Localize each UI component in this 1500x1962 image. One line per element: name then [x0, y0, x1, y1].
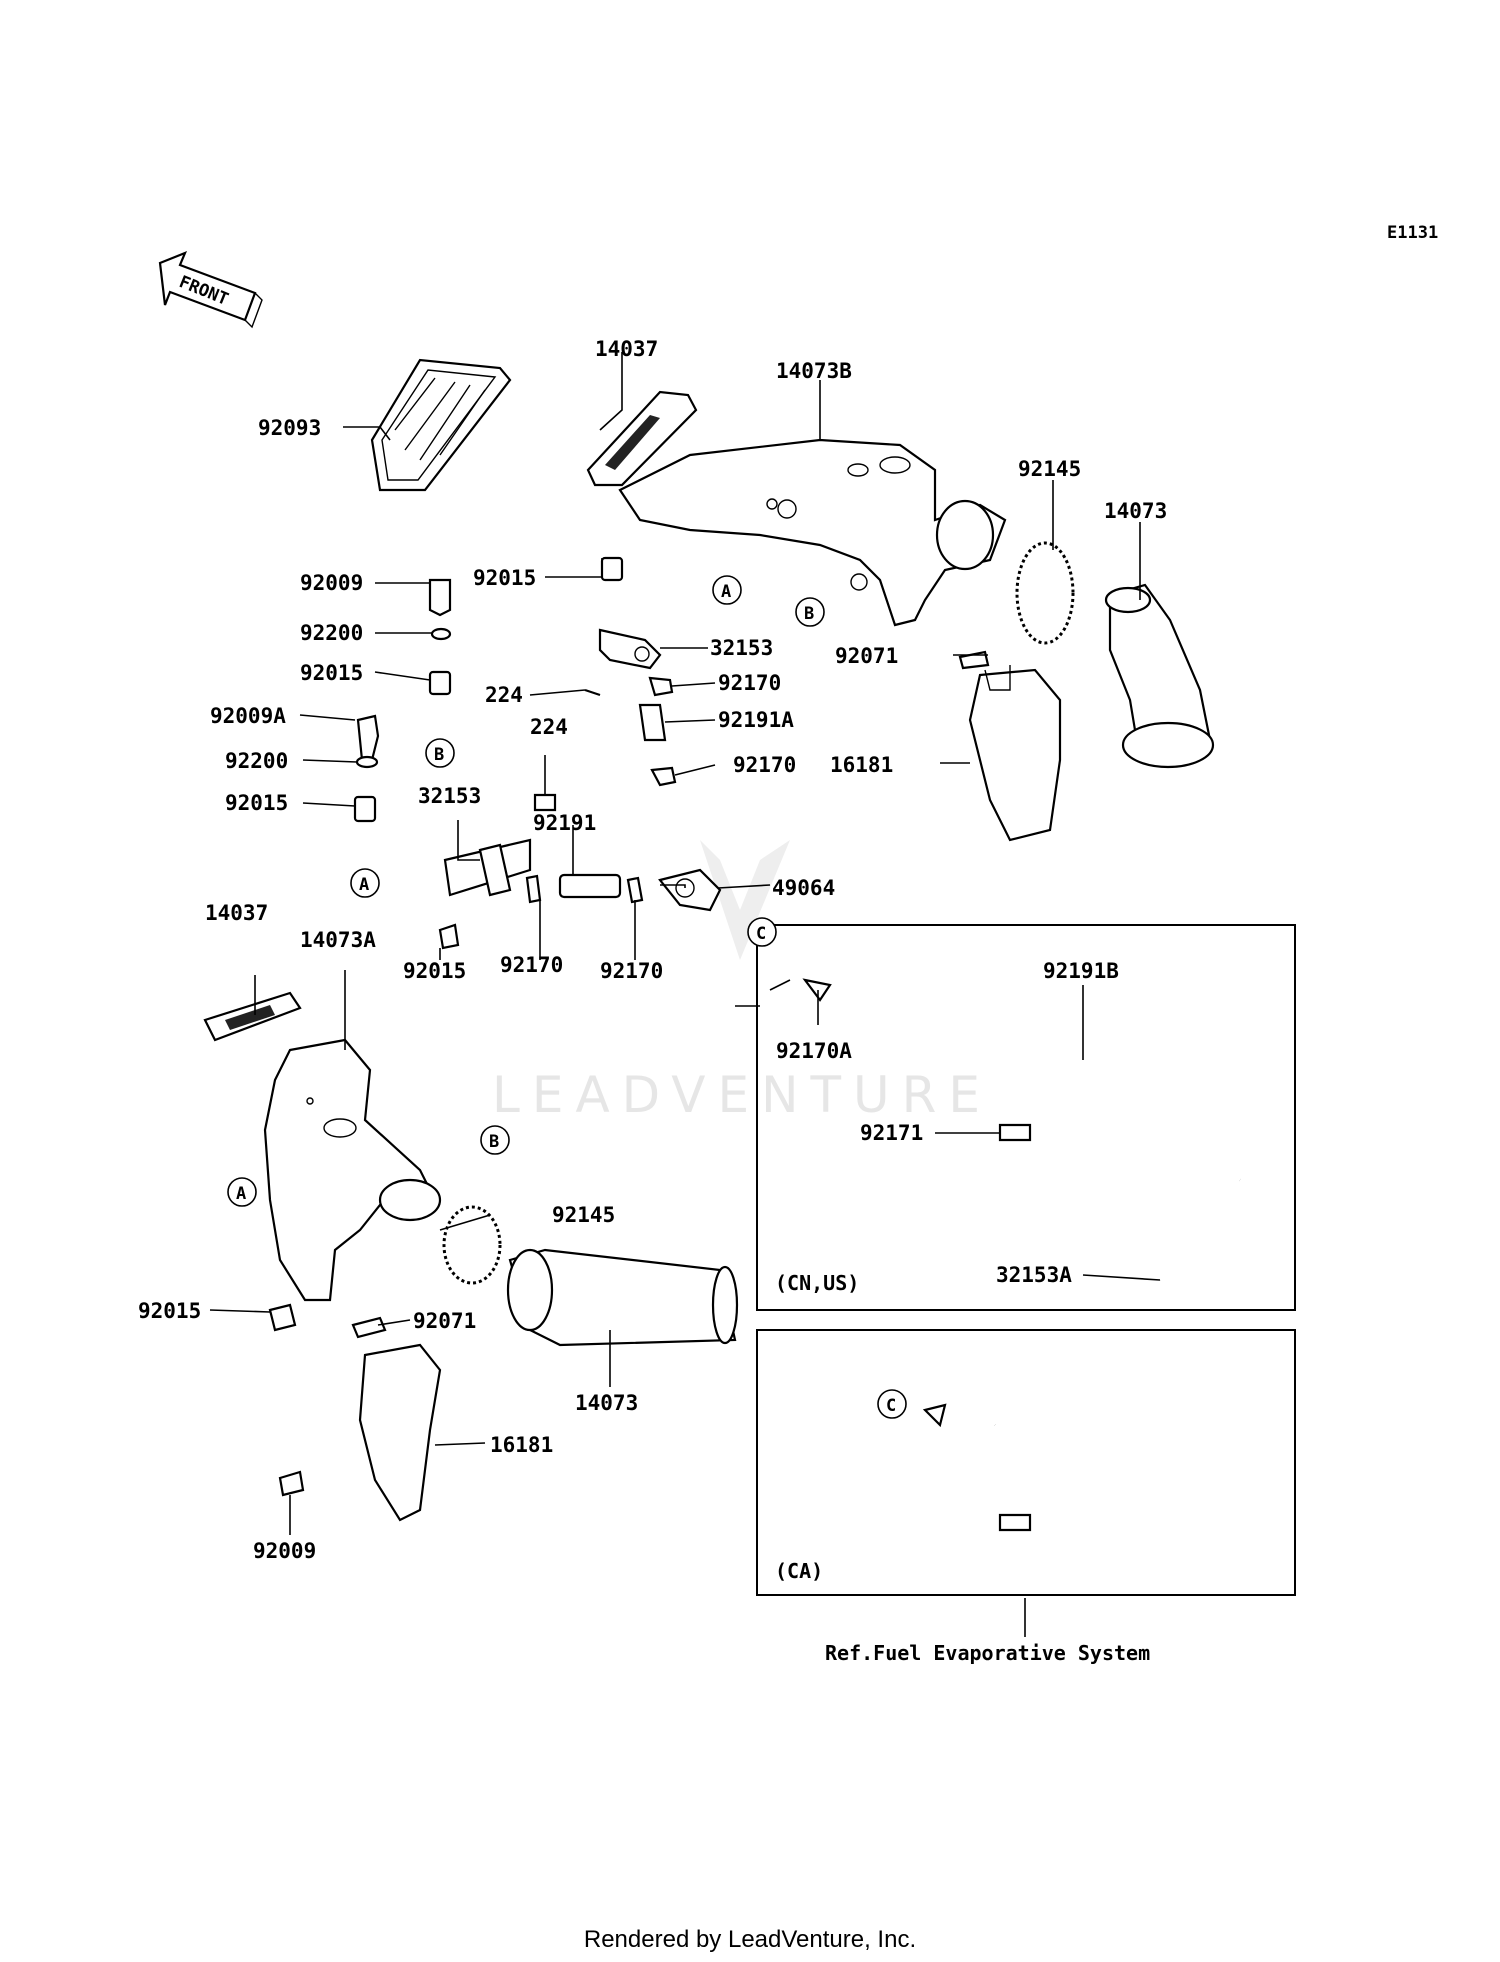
part-label: 92009 — [253, 1539, 316, 1563]
leader-lines — [209, 352, 1161, 1637]
part-label: 92170 — [600, 959, 663, 983]
part-label: 14073A — [300, 928, 376, 952]
duct-14073B — [618, 438, 1007, 627]
part-label: 92200 — [225, 749, 288, 773]
callout-a-3 — [227, 1177, 257, 1207]
clamp-ca — [922, 1403, 947, 1428]
part-label: 32153A — [996, 1263, 1072, 1287]
callout-a-1 — [712, 575, 742, 605]
part-label: 32153 — [710, 636, 773, 660]
duct-14073A — [263, 1038, 442, 1302]
region-label-cn-us: (CN,US) — [775, 1271, 859, 1295]
part-label: 92009A — [210, 704, 286, 728]
part-label: 92171 — [860, 1121, 923, 1145]
callout-b-3 — [480, 1125, 510, 1155]
air-filter-element-92093 — [370, 358, 512, 492]
part-label: 92015 — [225, 791, 288, 815]
bolt-92009-bottom — [278, 1470, 305, 1497]
callout-c-2-label: C — [886, 1396, 896, 1416]
part-label: 49064 — [772, 876, 835, 900]
part-label: 92191A — [718, 708, 794, 732]
callout-b-1-label: B — [804, 604, 814, 624]
part-label: 14073 — [1104, 499, 1167, 523]
part-label: 16181 — [830, 753, 893, 777]
hardware-left — [353, 578, 452, 823]
part-label: 92071 — [835, 644, 898, 668]
part-label: 92200 — [300, 621, 363, 645]
part-label: 92015 — [473, 566, 536, 590]
screen-14037-left — [203, 991, 302, 1042]
clamp-ring-92145-top — [1015, 541, 1075, 645]
callout-a-1-label: A — [721, 582, 731, 602]
watermark: LEADVENTURE — [492, 840, 992, 1124]
part-label: 92170 — [733, 753, 796, 777]
part-label: 14037 — [205, 901, 268, 925]
part-label: 92191 — [533, 811, 596, 835]
part-label: 14073B — [776, 359, 852, 383]
clip-ca — [998, 1513, 1032, 1532]
footer-credit: Rendered by LeadVenture, Inc. — [583, 1926, 917, 1953]
hardware-center — [438, 556, 722, 950]
callout-a-2 — [350, 868, 380, 898]
bracket-16181-top — [968, 665, 1062, 842]
callout-a-3-label: A — [236, 1184, 246, 1204]
part-label: 224 — [530, 715, 568, 739]
part-label: 92145 — [552, 1203, 615, 1227]
front-arrow-icon: FRONT — [158, 251, 263, 329]
grommet-92071-top — [958, 650, 990, 670]
part-label: 92191B — [1043, 959, 1119, 983]
part-labels: 14037 14073B 92093 92145 14073 92009 920… — [138, 337, 1167, 1563]
part-label: 92093 — [258, 416, 321, 440]
callout-b-2-label: B — [434, 745, 444, 765]
hose-92191B — [887, 965, 1285, 1282]
callouts: A B B A C B A C — [227, 575, 907, 1419]
reference-note: Ref.Fuel Evaporative System — [825, 1641, 1150, 1665]
part-label: 92071 — [413, 1309, 476, 1333]
ca-box — [756, 1329, 1296, 1596]
collar-92015-lower — [268, 1303, 297, 1332]
grommet-92071-bottom — [351, 1316, 387, 1339]
part-label: 92170 — [500, 953, 563, 977]
callout-b-1 — [795, 597, 825, 627]
clamp-ring-92145-bottom — [442, 1205, 502, 1285]
part-label: 92015 — [138, 1299, 201, 1323]
cn-us-box — [756, 924, 1296, 1311]
hose-ca — [993, 1422, 1168, 1520]
part-label: 224 — [485, 683, 523, 707]
part-label: 92009 — [300, 571, 363, 595]
part-label: 92145 — [1018, 457, 1081, 481]
part-label: 32153 — [418, 784, 481, 808]
part-label: 16181 — [490, 1433, 553, 1457]
part-label: 92015 — [300, 661, 363, 685]
intake-tube-14073-top — [1104, 583, 1215, 769]
part-label: 92170A — [776, 1039, 852, 1063]
callout-c-1 — [747, 917, 777, 947]
callout-c-2 — [877, 1389, 907, 1419]
diagram-code: E1131 — [1387, 223, 1438, 243]
intake-tube-14073-bottom — [506, 1248, 739, 1347]
region-label-ca: (CA) — [775, 1559, 823, 1583]
callout-a-2-label: A — [359, 875, 369, 895]
clip-92171 — [998, 1123, 1032, 1142]
watermark-text: LEADVENTURE — [492, 1066, 992, 1124]
callout-c-1-label: C — [756, 924, 766, 944]
callout-b-3-label: B — [489, 1132, 499, 1152]
part-label: 92170 — [718, 671, 781, 695]
screen-14037-top — [586, 390, 698, 487]
callout-b-2 — [425, 738, 455, 768]
part-label: 92015 — [403, 959, 466, 983]
bracket-16181-bottom — [358, 1343, 442, 1522]
part-label: 14073 — [575, 1391, 638, 1415]
part-label: 14037 — [595, 337, 658, 361]
